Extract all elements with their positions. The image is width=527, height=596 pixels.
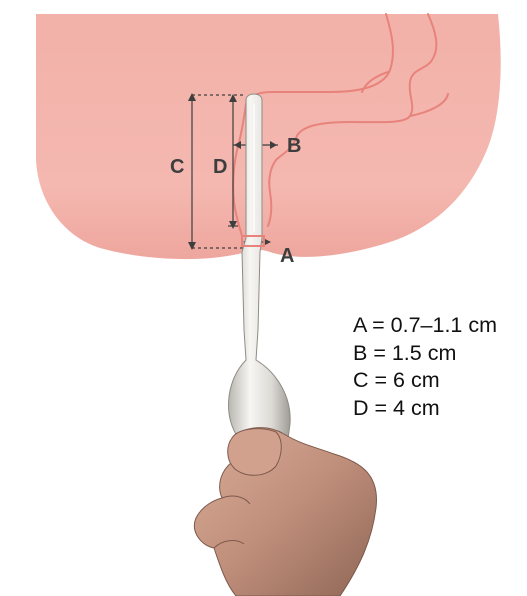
legend-item-d: D = 4 cm [353, 395, 497, 423]
dimension-label-d: D [213, 156, 227, 178]
dimension-label-a: A [280, 245, 294, 267]
dimension-legend: A = 0.7–1.1 cm B = 1.5 cm C = 6 cm D = 4… [353, 312, 497, 422]
legend-item-b: B = 1.5 cm [353, 340, 497, 368]
legend-item-a: A = 0.7–1.1 cm [353, 312, 497, 340]
hand-body [194, 428, 376, 596]
dimension-label-b: B [287, 135, 301, 157]
hand [194, 428, 376, 596]
thumb [228, 429, 282, 476]
legend-item-c: C = 6 cm [353, 367, 497, 395]
dimension-label-c: C [170, 156, 184, 178]
